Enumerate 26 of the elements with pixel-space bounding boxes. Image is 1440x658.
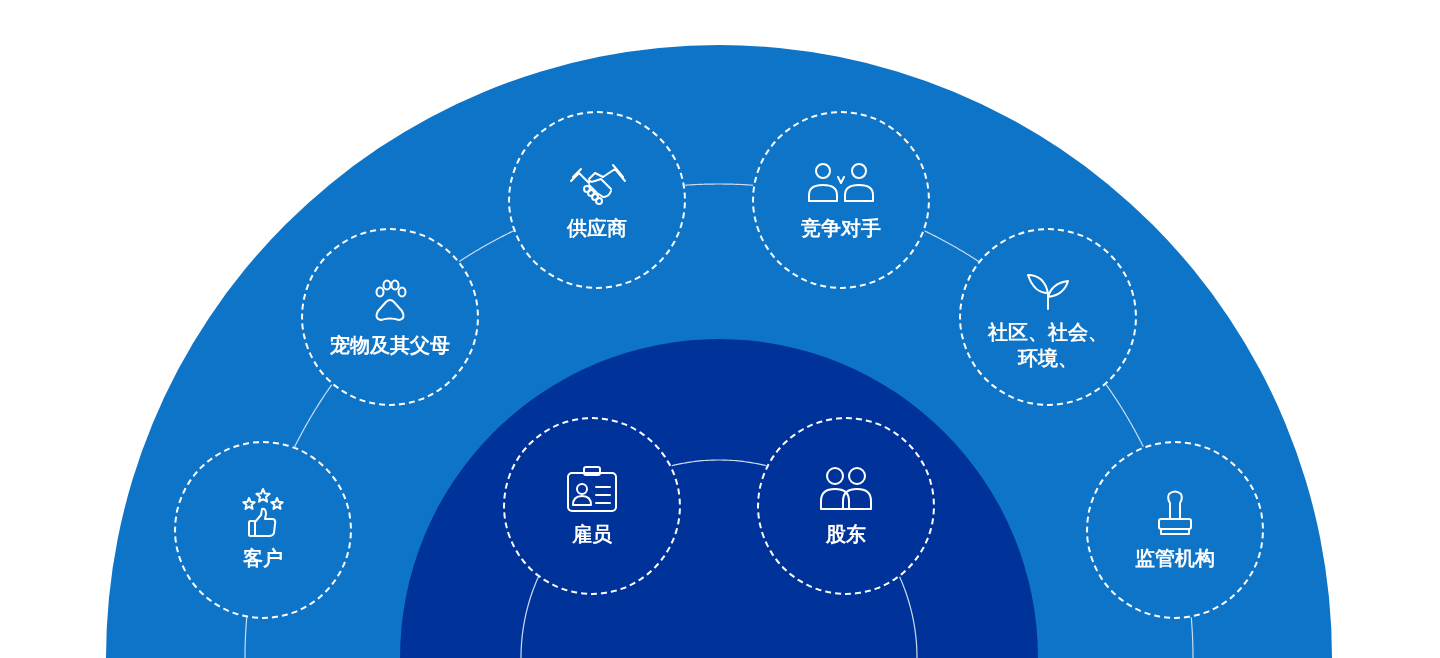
connector-line — [294, 384, 333, 448]
node-label: 雇员 — [572, 520, 613, 547]
node-label: 社区、社会、环境、 — [987, 319, 1110, 372]
node-label: 供应商 — [567, 214, 628, 241]
connector-line — [1190, 616, 1194, 658]
dashed-circle — [959, 228, 1138, 407]
connector-line — [244, 616, 248, 658]
connector-line — [671, 459, 767, 467]
connector-line — [1105, 384, 1144, 448]
node-label: 客户 — [242, 544, 283, 571]
connector-line — [520, 576, 540, 658]
dashed-circle — [173, 440, 352, 619]
connector-line — [458, 230, 515, 263]
node-label: 监管机构 — [1135, 544, 1216, 571]
dashed-circle — [503, 416, 682, 595]
connector-line — [684, 183, 754, 186]
connector-line — [898, 576, 918, 658]
dashed-circle — [751, 110, 930, 289]
node-label: 股东 — [825, 520, 866, 547]
connector-line — [923, 230, 980, 263]
dashed-circle — [756, 416, 935, 595]
dashed-circle — [300, 228, 479, 407]
dashed-circle — [1086, 440, 1265, 619]
node-label: 竞争对手 — [800, 214, 881, 241]
node-label: 宠物及其父母 — [329, 332, 450, 359]
dashed-circle — [508, 110, 687, 289]
